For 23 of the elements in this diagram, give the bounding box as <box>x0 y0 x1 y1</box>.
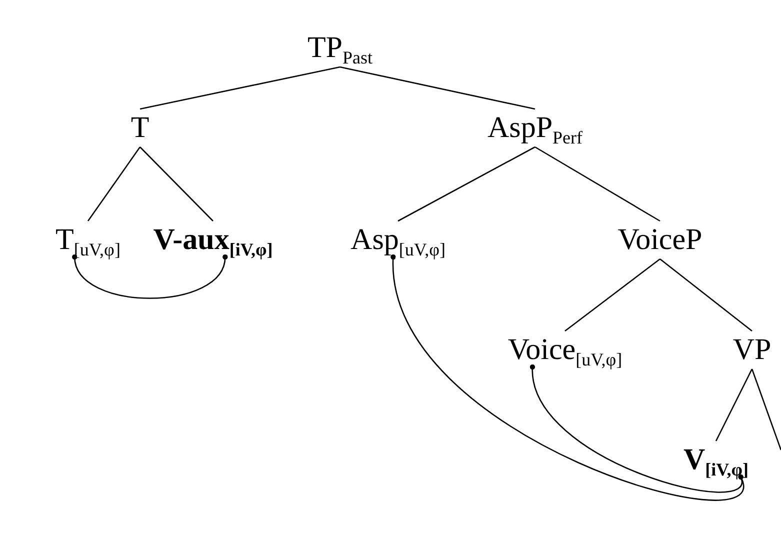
branch-line <box>534 146 660 222</box>
branch-line <box>140 146 214 222</box>
category-label: TP$_{Past}$ <box>306 31 374 65</box>
category-label: AspP$_{Perf}$ <box>486 111 584 145</box>
branch-line <box>564 258 660 332</box>
category-label: Voice$_{[uV,φ]}$ <box>506 333 624 367</box>
category-label: VoiceP <box>616 223 704 257</box>
branch-line <box>340 66 536 110</box>
agreement-arc <box>390 254 744 500</box>
category-label: VP <box>732 333 772 367</box>
branch-line <box>751 368 781 450</box>
branch-line <box>140 66 340 110</box>
category-label: T <box>130 111 150 145</box>
category-label: Asp$_{[uV,φ]}$ <box>350 223 446 257</box>
agreement-arc <box>530 364 744 493</box>
category-label: V-aux$_{[iV,φ]}$ <box>152 223 274 257</box>
category-label: V$_{[iV,φ]}$ <box>682 443 750 477</box>
branch-line <box>715 368 753 442</box>
branch-line <box>660 258 752 332</box>
agreement-arc <box>72 254 228 299</box>
branch-line <box>87 146 141 222</box>
category-label: T$_{[uV,φ]}$ <box>54 223 122 257</box>
branch-line <box>398 146 536 222</box>
